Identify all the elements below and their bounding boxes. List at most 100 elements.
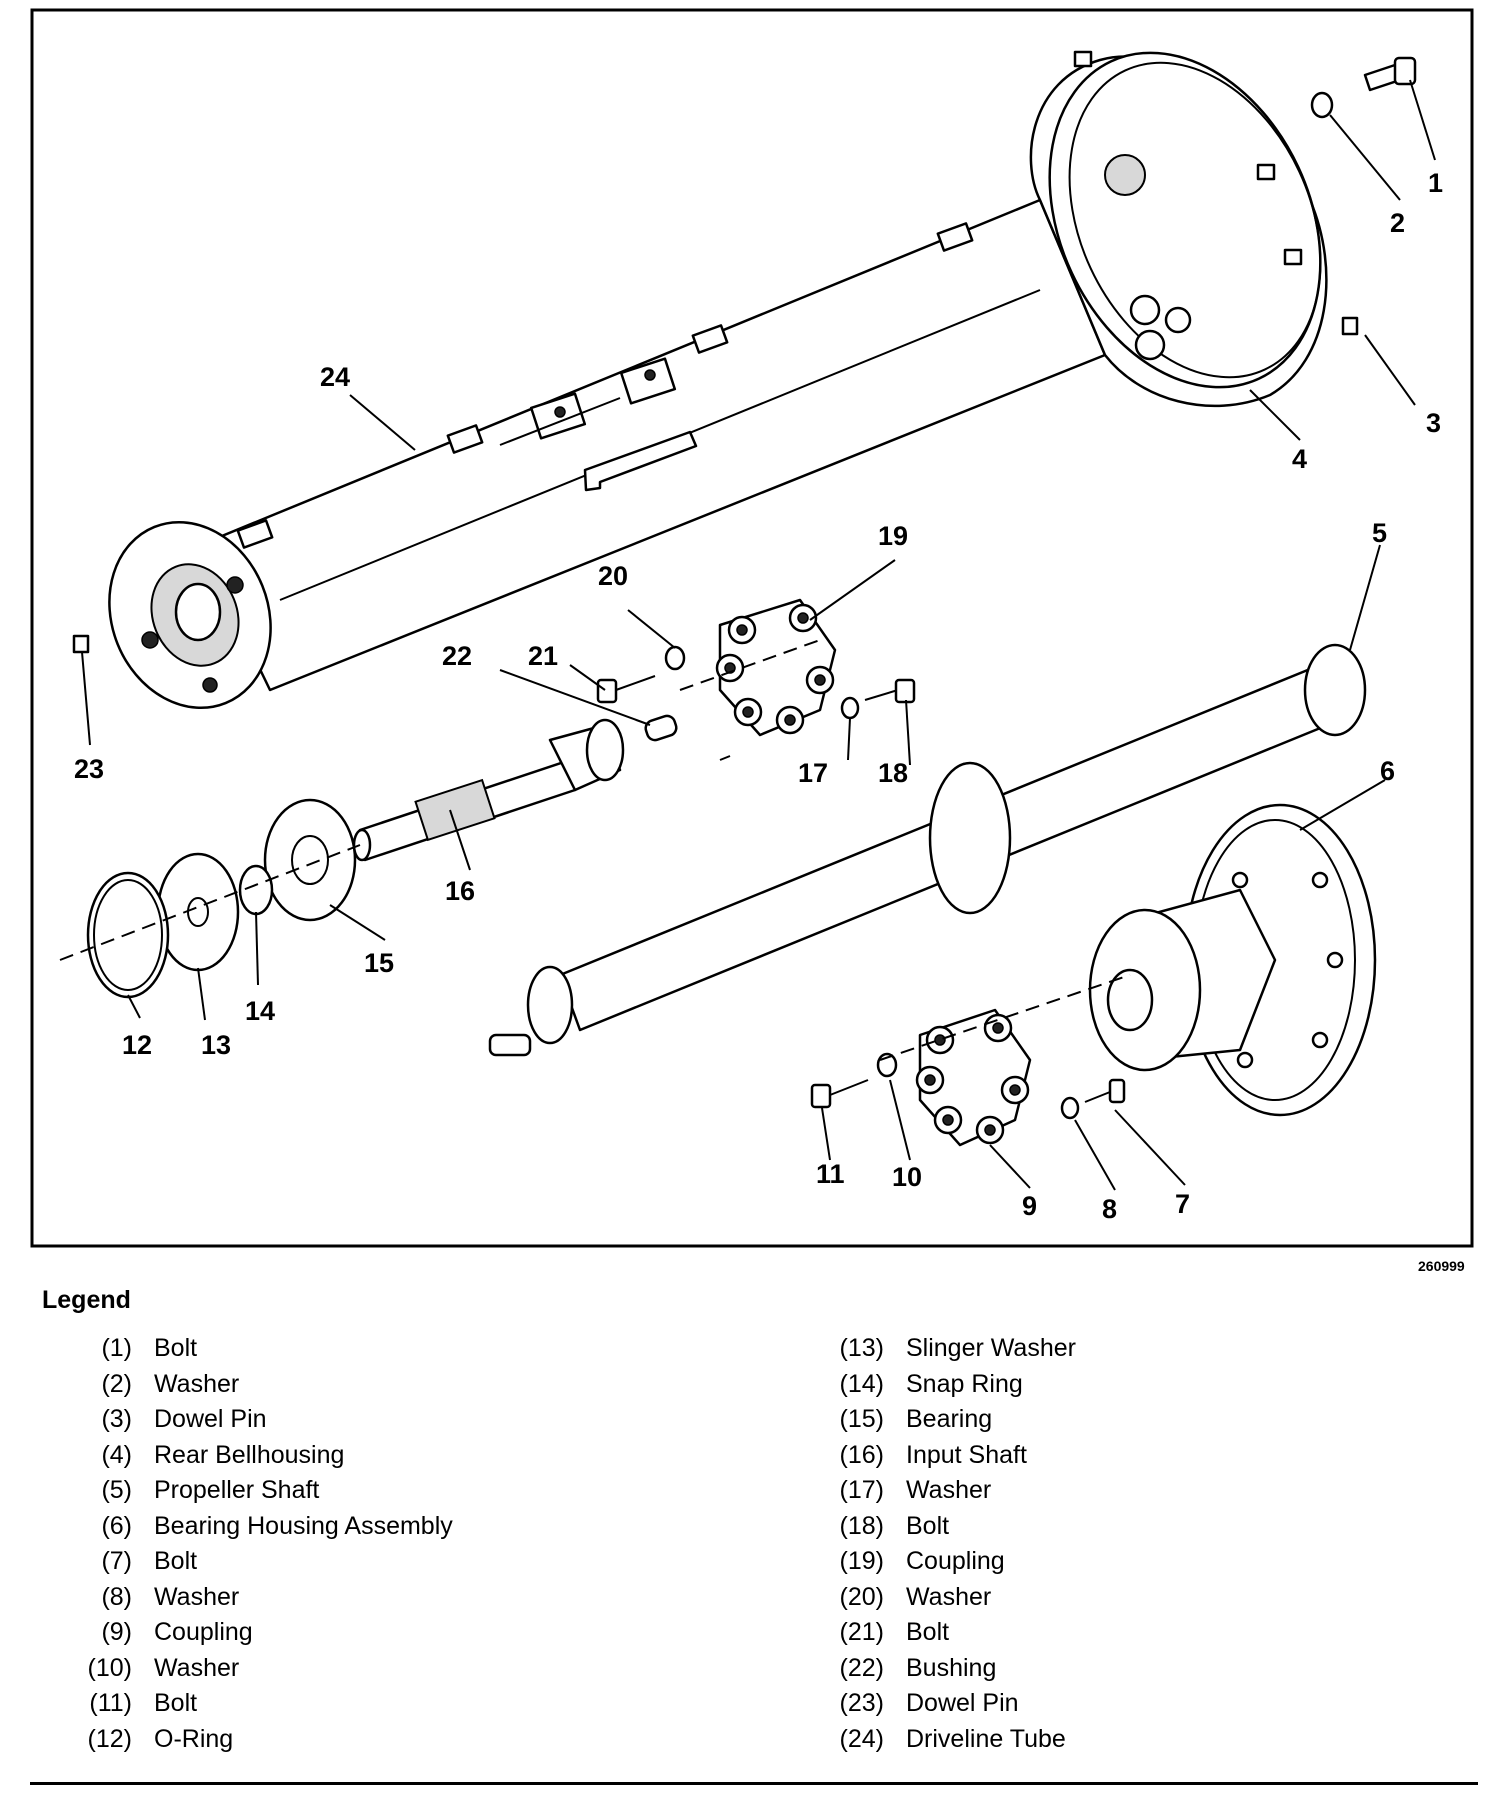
bolt-1-part xyxy=(1363,56,1417,92)
legend-item-number: (19) xyxy=(839,1547,884,1575)
legend-item-number: (8) xyxy=(101,1582,132,1611)
callout-17: 17 xyxy=(798,758,828,788)
legend-item: (13) Slinger Washer xyxy=(792,1334,1076,1370)
legend-item-name: Bolt xyxy=(154,1689,198,1717)
callout-2: 2 xyxy=(1390,208,1405,238)
callout-5: 5 xyxy=(1372,518,1387,548)
legend-item: (12) O-Ring xyxy=(40,1725,453,1761)
legend-item: (4) Rear Bellhousing xyxy=(40,1441,453,1477)
legend-item-name: Bolt xyxy=(906,1618,950,1646)
callout-13: 13 xyxy=(201,1030,231,1060)
legend-item-number: (5) xyxy=(101,1476,132,1504)
legend-item-number: (21) xyxy=(839,1618,884,1646)
legend-title: Legend xyxy=(42,1286,131,1314)
input-shaft-part xyxy=(352,718,625,862)
leader-lines xyxy=(81,79,1436,1191)
legend-item-number: (16) xyxy=(839,1440,884,1469)
legend-item-name: Driveline Tube xyxy=(906,1724,1066,1753)
legend-item: (7)Bolt xyxy=(40,1547,453,1583)
legend-item-number: (6) xyxy=(101,1511,132,1540)
bolt-7-part xyxy=(1084,1078,1126,1104)
legend-item-name: Dowel Pin xyxy=(906,1689,1019,1717)
legend-item-name: Washer xyxy=(906,1476,992,1504)
propeller-shaft-part xyxy=(488,643,1367,1057)
legend-item-name: Bearing Housing Assembly xyxy=(154,1511,453,1540)
legend-item-name: Bolt xyxy=(906,1511,950,1540)
exploded-view-drawing: 1 2 3 4 5 6 7 8 9 10 11 12 13 14 15 16 1… xyxy=(30,8,1474,1248)
figure-id: 260999 xyxy=(1418,1258,1465,1274)
washer-17-part xyxy=(840,696,860,720)
rear-bellhousing-part xyxy=(1029,50,1328,408)
legend-item: (19)Coupling xyxy=(792,1547,1076,1583)
legend-item-number: (24) xyxy=(839,1724,884,1753)
callout-3: 3 xyxy=(1426,408,1441,438)
legend-item-number: (10) xyxy=(87,1653,132,1682)
legend-item-number: (17) xyxy=(839,1476,884,1504)
legend-item-name: Slinger Washer xyxy=(906,1334,1076,1362)
legend-item: (18) Bolt xyxy=(792,1512,1076,1548)
tube-clips xyxy=(499,357,698,492)
callout-1: 1 xyxy=(1428,168,1443,198)
washer-8-part xyxy=(1060,1096,1080,1120)
callout-19: 19 xyxy=(878,521,908,551)
legend-item-name: Bolt xyxy=(154,1334,198,1362)
bushing-22-part xyxy=(644,714,678,742)
legend-item: (20)Washer xyxy=(792,1583,1076,1619)
legend-item-name: Bolt xyxy=(154,1547,198,1575)
legend-item: (23)Dowel Pin xyxy=(792,1689,1076,1725)
legend-item: (9) Coupling xyxy=(40,1618,453,1654)
legend-item-number: (4) xyxy=(101,1440,132,1469)
bolt-11-part xyxy=(810,1079,869,1109)
bolt-18-part xyxy=(864,678,916,704)
legend-item-number: (15) xyxy=(839,1405,884,1433)
callout-9: 9 xyxy=(1022,1191,1037,1221)
exploded-view-figure: 1 2 3 4 5 6 7 8 9 10 11 12 13 14 15 16 1… xyxy=(30,0,1476,1250)
legend-item-number: (13) xyxy=(839,1334,884,1362)
callout-labels: 1 2 3 4 5 6 7 8 9 10 11 12 13 14 15 16 1… xyxy=(74,168,1443,1224)
legend-item-name: Washer xyxy=(154,1653,240,1682)
legend-item-number: (20) xyxy=(839,1582,884,1611)
bearing-15-part xyxy=(263,798,357,922)
coupling-9-part xyxy=(915,1008,1032,1147)
callout-8: 8 xyxy=(1102,1194,1117,1224)
legend-item-name: Input Shaft xyxy=(906,1440,1027,1469)
callout-6: 6 xyxy=(1380,756,1395,786)
legend-item: (15)Bearing xyxy=(792,1405,1076,1441)
dowel-pin-3-part xyxy=(1341,316,1359,336)
callout-22: 22 xyxy=(442,641,472,671)
callout-7: 7 xyxy=(1175,1189,1190,1219)
legend-item-name: Washer xyxy=(154,1369,240,1398)
callout-14: 14 xyxy=(245,996,275,1026)
callout-18: 18 xyxy=(878,758,908,788)
legend-item: (6) Bearing Housing Assembly xyxy=(40,1511,453,1548)
legend-item-number: (9) xyxy=(101,1618,132,1646)
callout-10: 10 xyxy=(892,1162,922,1192)
legend-item-number: (18) xyxy=(839,1511,884,1540)
callout-15: 15 xyxy=(364,948,394,978)
legend-item-name: Rear Bellhousing xyxy=(154,1440,345,1469)
legend-item: (3) Dowel Pin xyxy=(40,1405,453,1441)
callout-21: 21 xyxy=(528,641,558,671)
slinger-washer-13-part xyxy=(156,852,240,972)
legend-item-name: Washer xyxy=(154,1582,240,1611)
washer-20-part xyxy=(664,645,686,671)
legend-item-name: Propeller Shaft xyxy=(154,1476,320,1504)
legend-item-number: (12) xyxy=(87,1724,132,1753)
figure-border xyxy=(30,8,1474,1248)
legend-item: (10) Washer xyxy=(40,1654,453,1690)
bolt-21-part xyxy=(596,675,656,704)
washer-2-part xyxy=(1310,91,1334,119)
legend-item-number: (14) xyxy=(839,1369,884,1398)
legend-item-name: Dowel Pin xyxy=(154,1405,267,1433)
legend-item-name: O-Ring xyxy=(154,1724,234,1753)
coupling-19-part xyxy=(715,598,837,737)
legend-item: (22)Bushing xyxy=(792,1654,1076,1690)
legend-column-left: (1)Bolt (2)Washer (3)Dowel Pin (4)Rear B… xyxy=(40,1334,453,1760)
legend-item-name: Snap Ring xyxy=(906,1369,1023,1398)
legend-item-name: Coupling xyxy=(154,1618,253,1646)
callout-24: 24 xyxy=(320,362,350,392)
callout-11: 11 xyxy=(816,1159,845,1189)
legend-item: (8) Washer xyxy=(40,1583,453,1619)
legend-item-number: (3) xyxy=(101,1405,132,1433)
snap-ring-14-part xyxy=(238,864,274,916)
